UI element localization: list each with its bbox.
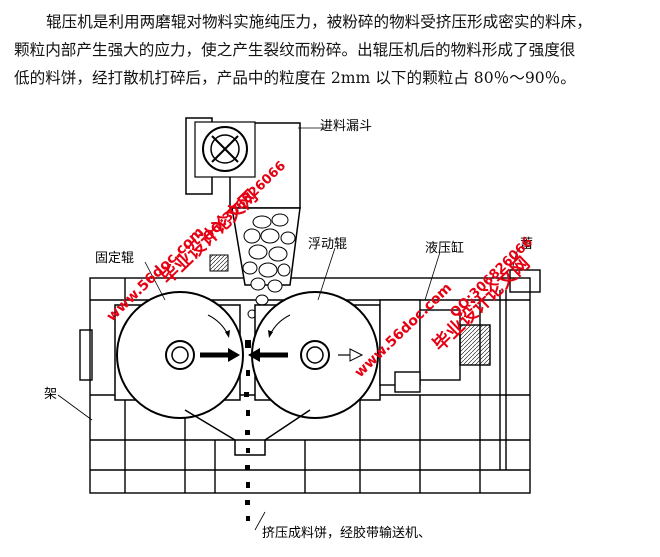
fixed-roller bbox=[114, 291, 244, 419]
label-hopper: 进料漏斗 bbox=[320, 118, 372, 134]
label-hydraulic-cylinder: 液压缸 bbox=[425, 240, 464, 256]
label-output: 挤压成料饼，经胶带输送机、 bbox=[262, 525, 431, 541]
crushed-material-stream bbox=[244, 340, 251, 521]
hydraulic-cylinder bbox=[379, 290, 507, 470]
label-floating-roller: 浮动辊 bbox=[308, 237, 347, 252]
label-fixed-roller: 固定辊 bbox=[95, 251, 134, 266]
outlet-chute bbox=[184, 409, 311, 456]
body-paragraph: 辊压机是利用两磨辊对物料实施纯压力，被粉碎的物料受挤压形成密实的料床， 颗粒内部… bbox=[14, 8, 648, 92]
paragraph-line-2: 颗粒内部产生强大的应力，使之产生裂纹而粉碎。出辊压机后的物料形成了强度很 bbox=[14, 41, 576, 59]
paragraph-line-3: 低的料饼，经打散机打碎后，产品中的粒度在 2mm 以下的颗粒占 80％～90％。 bbox=[14, 69, 576, 87]
label-frame: 架 bbox=[44, 387, 57, 402]
floating-roller bbox=[251, 291, 381, 419]
leader-lines bbox=[57, 127, 519, 531]
motion-arrows bbox=[200, 314, 364, 362]
label-accumulator: 蓄 bbox=[520, 237, 533, 252]
paragraph-line-1: 辊压机是利用两磨辊对物料实施纯压力，被粉碎的物料受挤压形成密实的料床， bbox=[46, 13, 592, 31]
